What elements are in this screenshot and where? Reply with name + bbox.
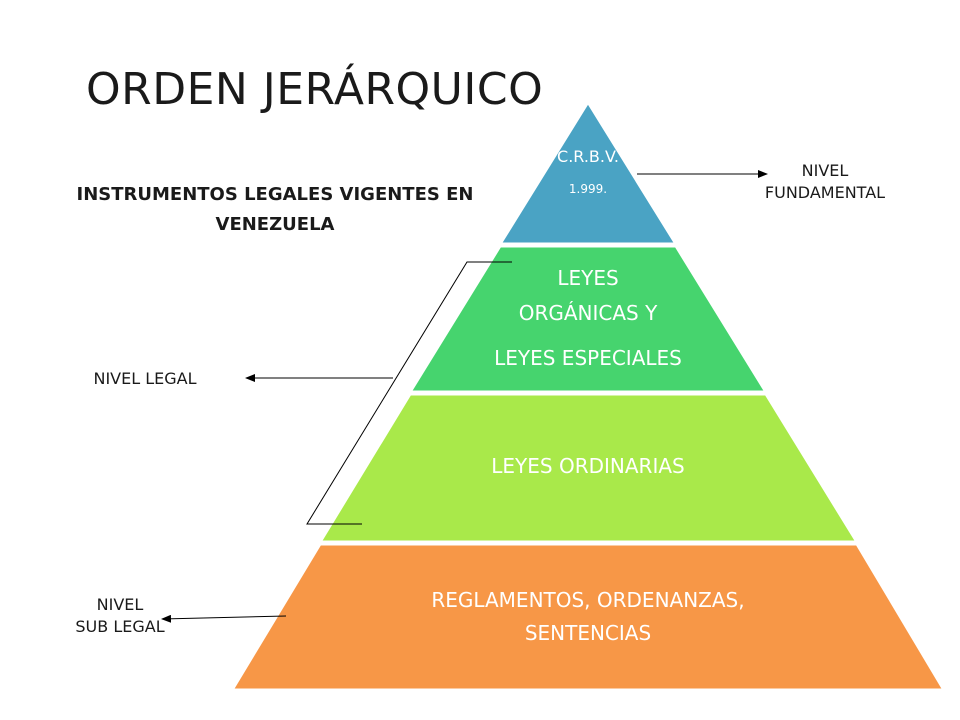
tier-1-line-2: 1.999. — [569, 182, 607, 196]
tier-2-line-2: ORGÁNICAS Y — [519, 301, 658, 325]
label-nivel-legal: NIVEL LEGAL — [93, 369, 197, 388]
label-nivel-sublegal-line-1: NIVEL — [96, 595, 144, 614]
tier-2-line-3: LEYES ESPECIALES — [494, 346, 682, 370]
tier-4-line-1: REGLAMENTOS, ORDENANZAS, — [431, 588, 744, 612]
label-nivel-sublegal: NIVEL SUB LEGAL — [50, 594, 190, 638]
label-nivel-fundamental-line-1: NIVEL — [801, 161, 849, 180]
label-nivel-fundamental-line-2: FUNDAMENTAL — [764, 183, 886, 202]
tier-3-line-1: LEYES ORDINARIAS — [491, 454, 684, 478]
tier-1-line-1: C.R.B.V. — [557, 147, 619, 166]
slide-subtitle: INSTRUMENTOS LEGALES VIGENTES EN VENEZUE… — [76, 184, 474, 235]
tier-2-line-1: LEYES — [557, 266, 618, 290]
pyramid-tier-2 — [407, 244, 769, 394]
pyramid-tier-1 — [497, 99, 679, 246]
slide-title: ORDEN JERÁRQUICO — [86, 64, 544, 115]
label-nivel-fundamental: NIVEL FUNDAMENTAL — [730, 160, 920, 204]
arrow-sublegal — [161, 614, 287, 623]
label-nivel-sublegal-line-2: SUB LEGAL — [75, 617, 165, 636]
pyramid-tier-3 — [317, 392, 860, 544]
pyramid-tier-4 — [229, 542, 947, 692]
tier-4-line-2: SENTENCIAS — [525, 621, 651, 645]
bracket-legal — [306, 261, 512, 525]
